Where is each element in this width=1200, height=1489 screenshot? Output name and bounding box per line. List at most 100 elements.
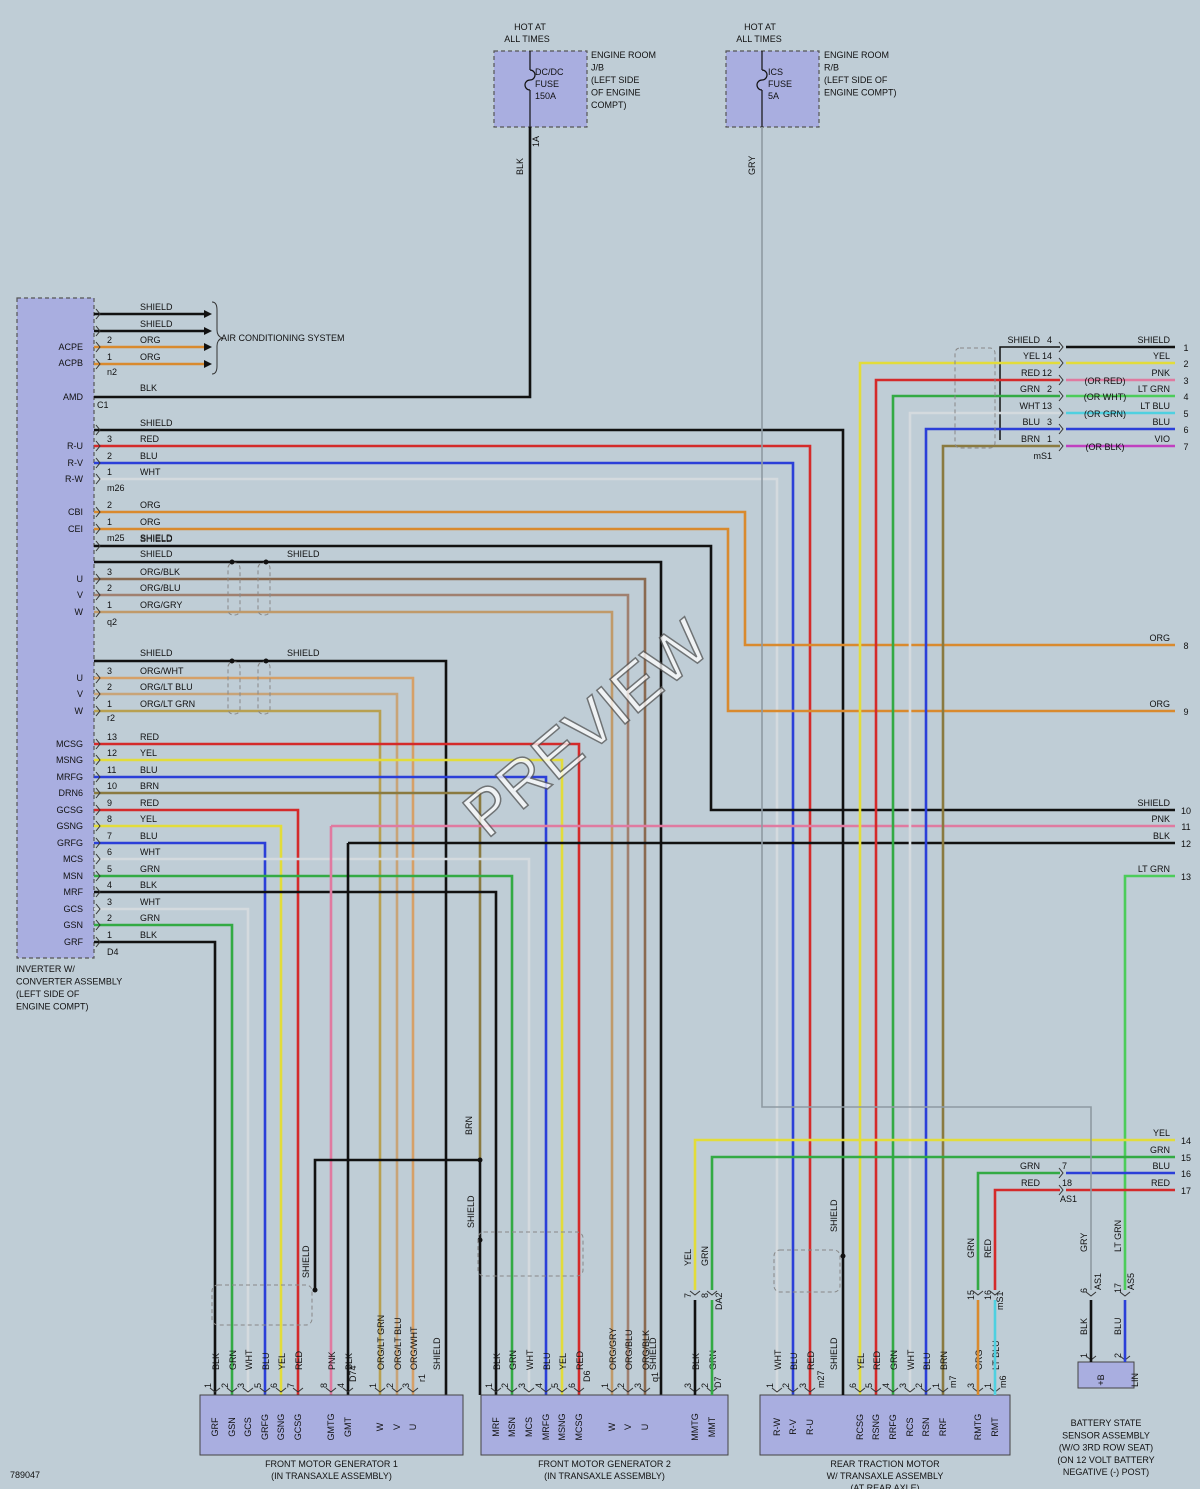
wire-color-label: WHT [1020,401,1041,411]
inverter-terminal: GSN [63,920,83,930]
fmg2-label: FRONT MOTOR GENERATOR 2 [538,1459,671,1469]
wire-color-label: SHIELD [140,549,173,559]
inverter-wire [94,824,283,1395]
pin-number: 2 [107,583,112,593]
connector-mark [1119,1291,1131,1297]
preview-watermark: PREVIEW [450,605,723,850]
component-pin: 6 [567,1383,577,1388]
inverter-terminal: V [77,590,83,600]
component-terminal: RSNG [871,1414,881,1440]
inverter-terminal: GRFG [57,838,83,848]
right-wire-label: YEL [1153,1128,1170,1138]
inverter-terminal: CEI [68,524,83,534]
connector-mark [95,589,101,601]
component-wire-label: LT GRN [1113,1220,1123,1252]
connector-mark [95,358,101,370]
inverter-label: INVERTER W/ [16,964,75,974]
inverter-terminal: V [77,689,83,699]
inverter-wire [94,692,399,1395]
dcdc-location: ENGINE ROOM [591,50,656,60]
pin-number: 2 [1047,384,1052,394]
component-wire-label: ORG/WHT [409,1326,419,1370]
component-pin: 1 [983,1383,993,1388]
wire-color-label: SHIELD [140,302,173,312]
connector-mark [523,1387,535,1393]
inverter-label: CONVERTER ASSEMBLY [16,977,122,987]
inverter-terminal: GCS [63,904,83,914]
inverter-wire [94,527,1175,713]
component-terminal: R-U [805,1419,815,1435]
inverter-terminal: AMD [63,392,84,402]
component-terminal: GCS [243,1417,253,1437]
inverter-terminal: GRF [64,937,84,947]
pin-number: 18 [1062,1178,1072,1188]
component-terminal: RMTG [973,1414,983,1441]
pin-number: 1 [107,517,112,527]
connector-mark [275,1387,287,1393]
component-terminal: RCS [905,1417,915,1436]
connector-mark [622,1387,634,1393]
component-pin: 2 [220,1383,230,1388]
inverter-wire [94,428,845,1256]
wire-color-label: ORG [140,500,161,510]
connector-mark [689,1290,701,1296]
inverter-wire [94,742,581,1395]
wire-color-label: SHIELD [140,418,173,428]
wire-color-label: BLU [140,451,158,461]
wire-color-label: ORG/WHT [140,666,184,676]
component-pin: 3 [236,1383,246,1388]
shield-symbol [227,562,241,616]
arrow-mark [204,360,212,368]
component-wire-label: PNK [327,1351,337,1370]
dcdc-location: OF ENGINE [591,88,641,98]
inverter-terminal: MRF [64,887,84,897]
fuse-symbol [524,51,536,127]
connector-mark [95,886,101,898]
top-right-wire [908,411,1060,1395]
fuse-amp: 150A [535,91,556,101]
pin-number: 3 [107,434,112,444]
component-pin: 1 [765,1383,775,1388]
component-pin: 17 [1113,1283,1123,1293]
fuse-amp: 5A [768,91,779,101]
component-terminal: GSN [227,1417,237,1437]
connector-mark [870,1387,882,1393]
wire-color-label: RED [140,434,160,444]
component-terminal: U [408,1424,418,1431]
right-wire-label: ORG [1149,633,1170,643]
connector-mark [95,771,101,783]
pin-number: 9 [107,798,112,808]
fmg2-box [480,1394,729,1456]
pin-number: 11 [107,765,116,775]
shield-label: SHIELD [432,1337,442,1370]
splice-dot [312,1287,318,1293]
inverter-terminal: MSNG [56,755,83,765]
component-pin: 5 [550,1383,560,1388]
pin-number: 14 [1042,351,1052,361]
dcdc-pin: 1A [531,136,541,147]
wire-color-label: GRN [140,864,160,874]
component-pin: 3 [798,1383,808,1388]
component-pin: 1 [203,1383,213,1388]
gry-wire [761,127,1092,1290]
component-pin: 3 [633,1383,643,1388]
dcdc-fuse-box [493,50,588,128]
component-terminal: RSN [921,1417,931,1436]
inverter-label: ENGINE COMPT) [16,1002,89,1012]
connector-id: m7 [948,1375,958,1388]
connector-mark [989,1290,1001,1296]
inverter-terminal: MCSG [56,739,83,749]
shield-label: SHIELD [829,1199,839,1232]
ac-bracket [211,301,224,375]
splice-dot [229,559,235,565]
inverter-wire [94,758,564,1395]
component-wire-label: GRY [1079,1233,1089,1252]
component-terminal: GCSG [293,1414,303,1441]
connector-mark [242,1387,254,1393]
connector-mark [95,523,101,535]
connector-id: D6 [582,1370,592,1382]
connector-mark [95,787,101,799]
hot-label-2: ALL TIMES [736,34,782,44]
component-pin: 3 [517,1383,527,1388]
inverter-label: (LEFT SIDE OF [16,989,80,999]
